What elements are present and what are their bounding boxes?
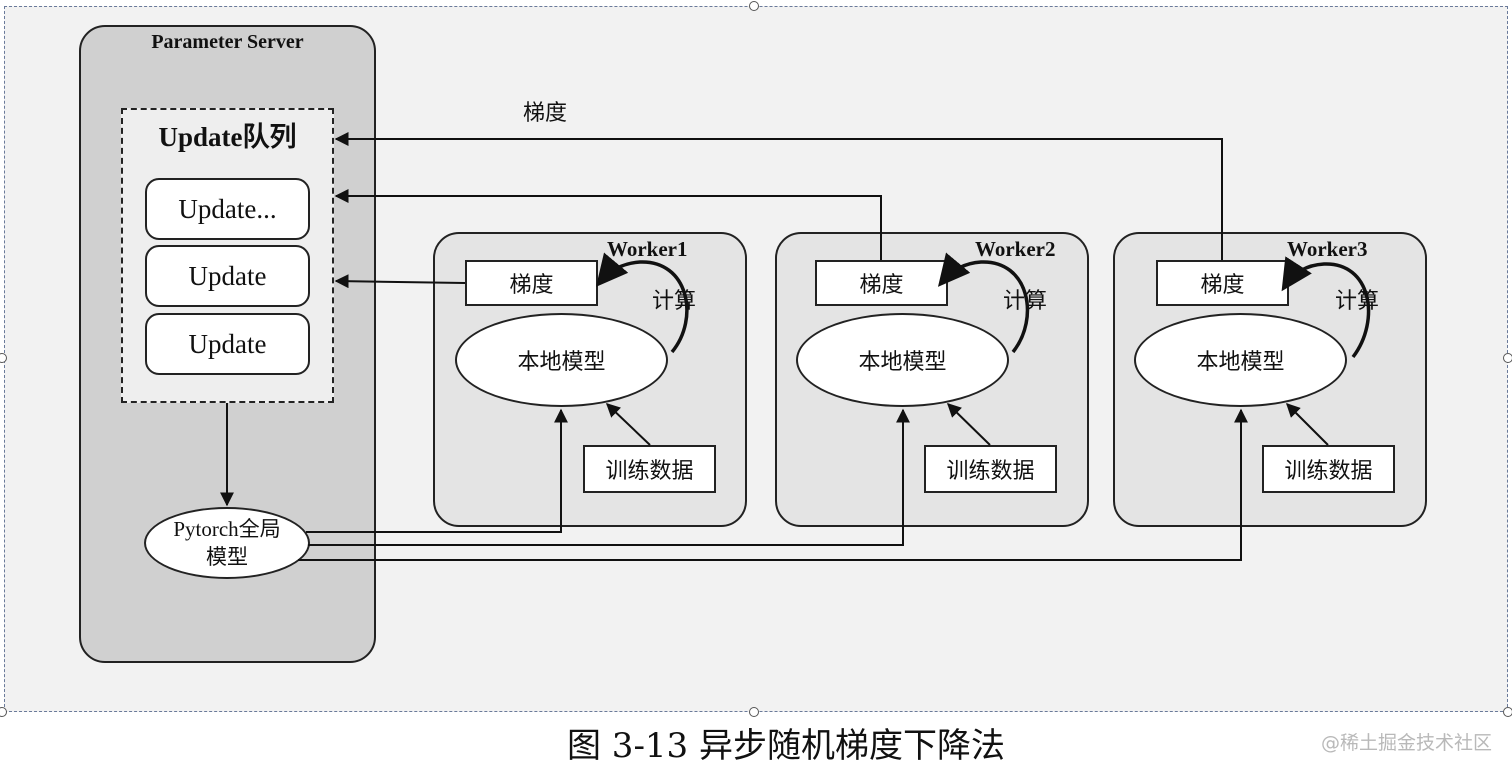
worker-3-local-model: 本地模型 xyxy=(1134,313,1347,407)
worker-3-title: Worker3 xyxy=(1287,237,1368,261)
update-item: Update... xyxy=(145,178,310,240)
parameter-server-title: Parameter Server xyxy=(151,31,304,53)
resize-handle-left[interactable] xyxy=(0,353,7,363)
worker-1-local-model: 本地模型 xyxy=(455,313,668,407)
worker-2-local-model: 本地模型 xyxy=(796,313,1009,407)
worker-2-title: Worker2 xyxy=(975,237,1056,261)
figure-caption: 图 3-13 异步随机梯度下降法 xyxy=(567,726,1005,766)
global-model-label-line1: Pytorch全局 xyxy=(173,517,281,541)
worker-2-compute-label: 计算 xyxy=(1003,289,1048,314)
gradient-arrow-label: 梯度 xyxy=(523,101,568,126)
worker-1-compute-label: 计算 xyxy=(652,289,697,314)
resize-handle-right[interactable] xyxy=(1503,353,1512,363)
worker-3-gradient-box: 梯度 xyxy=(1156,260,1289,306)
worker-1-title: Worker1 xyxy=(607,237,688,261)
resize-handle-top[interactable] xyxy=(749,1,759,11)
update-item: Update xyxy=(145,245,310,307)
update-queue-title: Update队列 xyxy=(158,122,297,152)
global-model-label-line2: 模型 xyxy=(206,545,248,569)
worker-2-gradient-box: 梯度 xyxy=(815,260,948,306)
worker-1-gradient-box: 梯度 xyxy=(465,260,598,306)
resize-handle-bottom[interactable] xyxy=(749,707,759,717)
worker-3-training-data: 训练数据 xyxy=(1262,445,1395,493)
global-model-node: Pytorch全局 模型 xyxy=(144,507,310,579)
worker-3-compute-label: 计算 xyxy=(1335,289,1380,314)
update-item: Update xyxy=(145,313,310,375)
watermark: @稀土掘金技术社区 xyxy=(1320,732,1492,754)
resize-handle-bottom-right[interactable] xyxy=(1503,707,1512,717)
worker-2-training-data: 训练数据 xyxy=(924,445,1057,493)
resize-handle-bottom-left[interactable] xyxy=(0,707,7,717)
worker-1-training-data: 训练数据 xyxy=(583,445,716,493)
